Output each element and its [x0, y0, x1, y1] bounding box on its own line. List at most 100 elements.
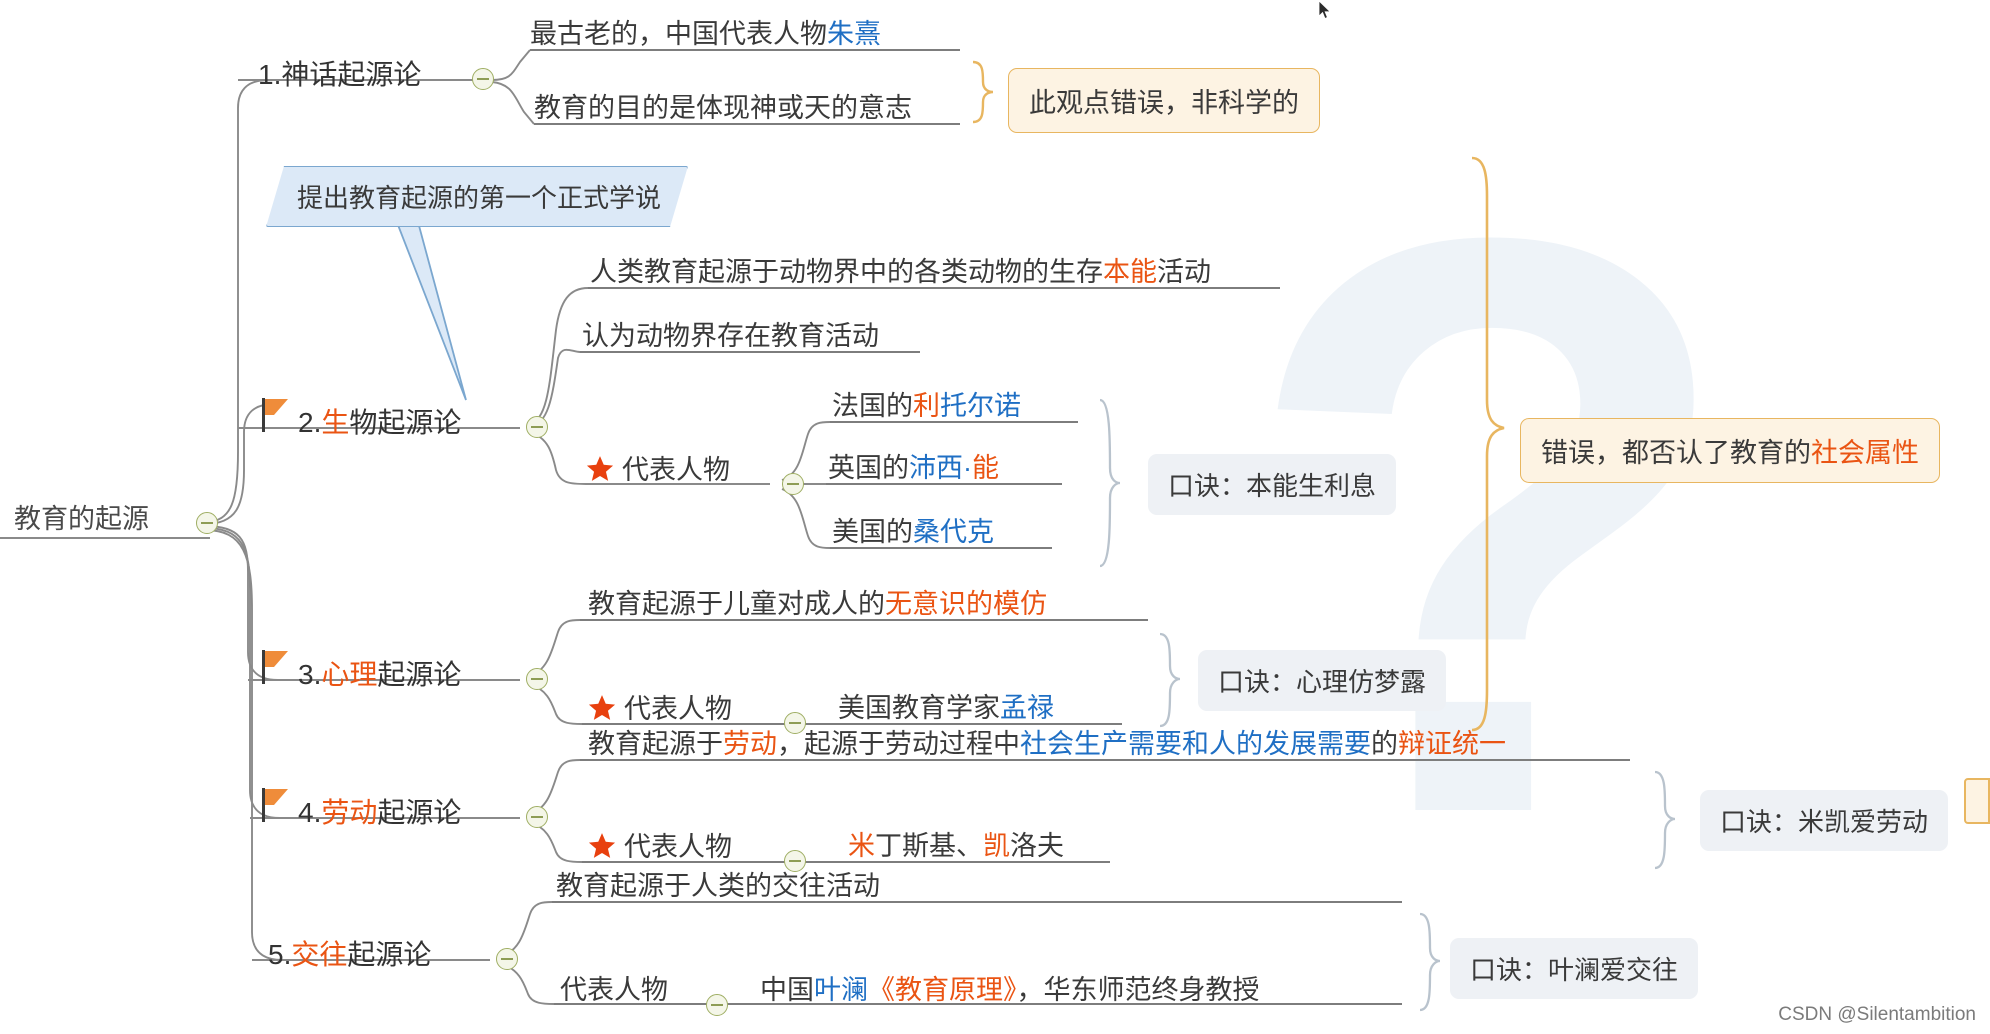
- leaf-2-2[interactable]: 认为动物界存在教育活动: [582, 322, 879, 350]
- person-seg: 丁斯基、: [875, 831, 983, 861]
- person-3-1[interactable]: 美国教育学家孟禄: [838, 694, 1054, 722]
- star-icon: [588, 833, 616, 858]
- person-seg: 洛夫: [1010, 831, 1064, 861]
- people-label-2[interactable]: 代表人物: [586, 455, 730, 484]
- people-label-text-4: 代表人物: [624, 832, 732, 862]
- branch-collapse-toggle-1[interactable]: [472, 68, 494, 90]
- person-4-1[interactable]: 米丁斯基、凯洛夫: [848, 832, 1064, 860]
- person-seg-accent: 米: [848, 831, 875, 861]
- people-collapse-toggle-2[interactable]: [782, 473, 804, 495]
- branch-collapse-toggle-2[interactable]: [526, 416, 548, 438]
- people-label-text-5: 代表人物: [560, 975, 668, 1005]
- branch-name-accent-3: 心理: [321, 659, 378, 690]
- branch-name-rest-3: 起源论: [377, 659, 462, 690]
- person-seg: ，华东师范终身教授: [1016, 975, 1260, 1005]
- people-label-4[interactable]: 代表人物: [588, 832, 732, 861]
- person-seg: 美国教育学家: [838, 693, 1000, 723]
- people-label-5[interactable]: 代表人物: [560, 976, 668, 1004]
- leaf-seg-accent3: 辩证统一: [1398, 729, 1506, 759]
- credit-watermark: CSDN @Silentambition: [1778, 1004, 1976, 1025]
- branch-label-1[interactable]: 1.神话起源论: [258, 60, 421, 89]
- person-seg-accent: 桑代克: [913, 517, 994, 547]
- leaf-seg: 最古老的，中国代表人物: [530, 19, 827, 49]
- leaf-seg-accent: 朱熹: [827, 19, 881, 49]
- leaf-2-1[interactable]: 人类教育起源于动物界中的各类动物的生存本能活动: [590, 258, 1211, 286]
- leaf-seg: 的: [1371, 729, 1398, 759]
- branch-name-accent-5: 交往: [291, 939, 348, 970]
- branch-label-3[interactable]: 3.心理起源论: [298, 660, 461, 689]
- branch-label-5[interactable]: 5.交往起源论: [268, 940, 431, 969]
- leaf-1-1[interactable]: 最古老的，中国代表人物朱熹: [530, 20, 881, 48]
- leaf-1-2[interactable]: 教育的目的是体现神或天的意志: [534, 94, 912, 122]
- people-collapse-toggle-5[interactable]: [706, 994, 728, 1016]
- callout-bubble-first-formal-theory[interactable]: 提出教育起源的第一个正式学说: [266, 166, 688, 227]
- person-seg-accent2: 托尔诺: [940, 391, 1021, 421]
- leaf-seg-accent: 无意识的模仿: [885, 589, 1047, 619]
- branch-collapse-toggle-3[interactable]: [526, 668, 548, 690]
- star-icon: [588, 695, 616, 720]
- leaf-seg-accent: 劳动: [723, 729, 777, 759]
- person-2-2[interactable]: 英国的沛西·能: [828, 454, 999, 482]
- branch-collapse-toggle-4[interactable]: [526, 806, 548, 828]
- person-seg-accent2: 能: [972, 453, 999, 483]
- leaf-seg: 人类教育起源于动物界中的各类动物的生存: [590, 257, 1103, 287]
- people-label-3[interactable]: 代表人物: [588, 694, 732, 723]
- branch-name-rest-4: 起源论: [377, 797, 462, 828]
- person-seg-accent: 利: [913, 391, 940, 421]
- leaf-seg-accent2: 社会生产需要和人的发展需要: [1020, 729, 1371, 759]
- annotation-summary-text: 错误，都否认了教育的: [1541, 438, 1811, 468]
- people-label-text-2: 代表人物: [622, 455, 730, 485]
- mnemonic-box-3[interactable]: 口诀：心理仿梦露: [1198, 650, 1447, 711]
- root-label: 教育的起源: [14, 504, 149, 534]
- annotation-text-1: 此观点错误，非科学的: [1029, 88, 1299, 118]
- person-seg-accent: 沛西·: [909, 453, 972, 483]
- person-seg-accent2: 凯: [983, 831, 1010, 861]
- branch-index-2: 2.: [298, 407, 322, 438]
- mnemonic-text-3: 口诀：心理仿梦露: [1218, 667, 1427, 697]
- person-seg: 英国的: [828, 453, 909, 483]
- branch-index-3: 3.: [298, 659, 322, 690]
- person-5-1[interactable]: 中国叶澜《教育原理》，华东师范终身教授: [760, 976, 1260, 1004]
- branch-label-4[interactable]: 4.劳动起源论: [298, 798, 461, 827]
- leaf-seg: ，起源于劳动过程中: [777, 729, 1020, 759]
- branch-name-rest-2: 物起源论: [349, 407, 462, 438]
- people-collapse-toggle-4[interactable]: [784, 850, 806, 872]
- star-icon: [586, 456, 614, 481]
- leaf-seg: 教育起源于人类的交往活动: [556, 871, 880, 901]
- annotation-summary[interactable]: 错误，都否认了教育的社会属性: [1520, 418, 1940, 483]
- mnemonic-box-4[interactable]: 口诀：米凯爱劳动: [1700, 790, 1949, 851]
- leaf-3-1[interactable]: 教育起源于儿童对成人的无意识的模仿: [588, 590, 1047, 618]
- branch-label-2[interactable]: 2.生物起源论: [298, 408, 461, 437]
- branch-index-5: 5.: [268, 939, 292, 970]
- person-seg-accent2: 《教育原理》: [868, 975, 1017, 1005]
- annotation-summary-accent: 社会属性: [1811, 438, 1919, 468]
- branch-index-4: 4.: [298, 797, 322, 828]
- mnemonic-text-4: 口诀：米凯爱劳动: [1720, 807, 1929, 837]
- mouse-cursor: [1318, 0, 1331, 20]
- flag-icon-3: [262, 650, 288, 684]
- leaf-seg: 教育的目的是体现神或天的意志: [534, 93, 912, 123]
- callout-bubble-text: 提出教育起源的第一个正式学说: [297, 183, 662, 213]
- branch-index-1: 1.: [258, 59, 282, 90]
- person-2-1[interactable]: 法国的利托尔诺: [832, 392, 1021, 420]
- leaf-5-1[interactable]: 教育起源于人类的交往活动: [556, 872, 880, 900]
- root-node: 教育的起源: [14, 505, 149, 533]
- mnemonic-text-5: 口诀：叶澜爱交往: [1470, 955, 1679, 985]
- leaf-seg: 教育起源于儿童对成人的: [588, 589, 885, 619]
- person-seg: 法国的: [832, 391, 913, 421]
- leaf-4-1[interactable]: 教育起源于劳动，起源于劳动过程中社会生产需要和人的发展需要的辩证统一: [588, 730, 1506, 758]
- edge-clipped-box[interactable]: [1964, 778, 1990, 824]
- leaf-seg: 活动: [1157, 257, 1211, 287]
- root-collapse-toggle[interactable]: [196, 512, 218, 534]
- person-2-3[interactable]: 美国的桑代克: [832, 518, 994, 546]
- branch-name-accent-4: 劳动: [321, 797, 378, 828]
- leaf-seg: 教育起源于: [588, 729, 723, 759]
- people-label-text-3: 代表人物: [624, 694, 732, 724]
- mnemonic-box-2[interactable]: 口诀：本能生利息: [1148, 454, 1397, 515]
- branch-collapse-toggle-5[interactable]: [496, 948, 518, 970]
- people-collapse-toggle-3[interactable]: [784, 712, 806, 734]
- mnemonic-box-5[interactable]: 口诀：叶澜爱交往: [1450, 938, 1699, 999]
- person-seg: 中国: [760, 975, 814, 1005]
- annotation-branch-1[interactable]: 此观点错误，非科学的: [1008, 68, 1320, 133]
